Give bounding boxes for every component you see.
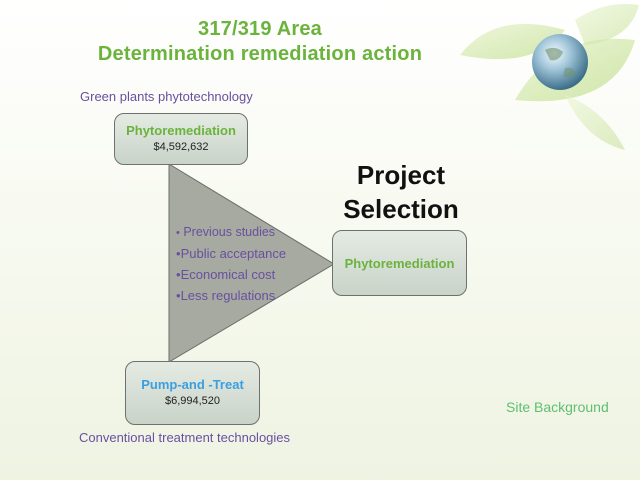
bullet: • <box>176 246 181 261</box>
slide-title-line1: 317/319 Area <box>198 18 322 40</box>
heading-line2: Selection <box>343 194 459 224</box>
criteria-item: •Public acceptance <box>176 243 286 264</box>
result-name: Phytoremediation <box>344 256 455 271</box>
criteria-item: • Previous studies <box>176 222 286 243</box>
criteria-item: •Economical cost <box>176 264 286 285</box>
bullet: • <box>176 227 180 239</box>
criteria-text: Previous studies <box>183 225 276 239</box>
option-name: Pump-and -Treat <box>141 377 244 392</box>
criteria-text: Less regulations <box>180 288 276 303</box>
project-selection-heading: Project Selection <box>330 158 472 226</box>
criteria-item: •Less regulations <box>176 285 286 306</box>
result-box-phytoremediation: Phytoremediation <box>332 230 467 296</box>
bullet: • <box>176 288 181 303</box>
criteria-text: Public acceptance <box>180 246 287 261</box>
slide-title-line2: Determination remediation action <box>97 43 423 65</box>
option-box-phytoremediation: Phytoremediation $4,592,632 <box>114 113 248 165</box>
heading-line1: Project <box>356 160 446 190</box>
caption-green-plants: Green plants phytotechnology <box>80 89 253 104</box>
caption-conventional: Conventional treatment technologies <box>79 430 291 445</box>
bullet: • <box>176 267 181 282</box>
site-background-link[interactable]: Site Background <box>506 399 609 415</box>
option-cost: $6,994,520 <box>164 395 221 407</box>
option-name: Phytoremediation <box>126 123 236 138</box>
leaf-globe-logo <box>460 4 639 150</box>
option-box-pump-and-treat: Pump-and -Treat $6,994,520 <box>125 361 260 425</box>
criteria-text: Economical cost <box>180 267 276 282</box>
criteria-list: • Previous studies •Public acceptance •E… <box>176 222 286 306</box>
option-cost: $4,592,632 <box>153 141 209 153</box>
